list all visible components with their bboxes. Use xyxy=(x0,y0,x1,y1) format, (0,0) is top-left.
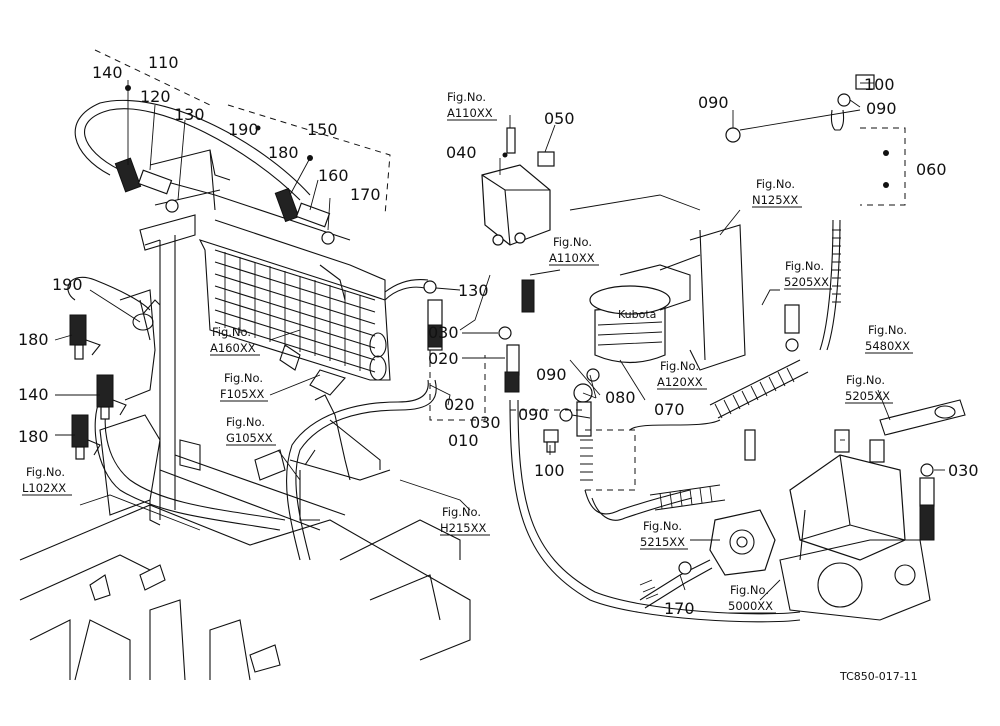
svg-text:Fig.No.: Fig.No. xyxy=(868,323,907,337)
part-label-190-left: 190 xyxy=(52,275,83,294)
fig-ref-code: 5205XX xyxy=(845,389,890,403)
tractor-frame xyxy=(19,149,471,681)
svg-text:Fig.No.: Fig.No. xyxy=(846,373,885,387)
part-label-090-mid: 090 xyxy=(536,365,567,384)
corrugated-hose-ribs xyxy=(580,229,841,600)
part-label-110: 110 xyxy=(148,53,179,72)
figure-references: Fig.No. A110XX Fig.No. A110XX Fig.No. N1… xyxy=(22,90,913,614)
part-label-090-right: 090 xyxy=(866,99,897,118)
fig-ref-l102: Fig.No. L102XX xyxy=(22,465,72,496)
part-label-010: 010 xyxy=(448,431,479,450)
part-label-050: 050 xyxy=(544,109,575,128)
part-label-150: 150 xyxy=(307,120,338,139)
fig-ref-a110-mid: Fig.No. A110XX xyxy=(549,235,599,266)
fig-ref-a120: Fig.No. A120XX xyxy=(657,359,707,390)
part-label-030-mid: 030 xyxy=(428,323,459,342)
fig-ref-g105: Fig.No. G105XX xyxy=(226,415,276,446)
assembly-brackets xyxy=(94,49,906,491)
svg-text:Fig.No.: Fig.No. xyxy=(212,325,251,339)
fig-ref-n125: Fig.No. N125XX xyxy=(752,177,802,208)
svg-text:Fig.No.: Fig.No. xyxy=(224,371,263,385)
fig-ref-code: A120XX xyxy=(657,375,703,389)
fig-ref-code: A160XX xyxy=(210,341,256,355)
fig-ref-code: A110XX xyxy=(549,251,595,265)
fittings: Kubota xyxy=(69,74,966,621)
part-label-180-left-bottom: 180 xyxy=(18,427,49,446)
part-label-190: 190 xyxy=(228,120,259,139)
fig-ref-code: G105XX xyxy=(226,431,273,445)
filter-brand-text: Kubota xyxy=(618,308,656,321)
fig-ref-f105: Fig.No. F105XX xyxy=(220,371,268,402)
fig-ref-code: N125XX xyxy=(752,193,798,207)
part-label-130: 130 xyxy=(174,105,205,124)
part-label-090-lower: 090 xyxy=(518,405,549,424)
part-label-170-lower: 170 xyxy=(664,599,695,618)
fig-ref-5205-mid: Fig.No. 5205XX xyxy=(845,373,893,404)
part-labels: 110 140 120 130 190 150 180 160 170 190 … xyxy=(18,53,979,618)
svg-text:Fig.No.: Fig.No. xyxy=(785,259,824,273)
part-label-140-left: 140 xyxy=(18,385,49,404)
oil-cooler xyxy=(198,219,391,396)
fig-ref-5480: Fig.No. 5480XX xyxy=(865,323,913,354)
part-label-160: 160 xyxy=(318,166,349,185)
part-label-020-upper: 020 xyxy=(428,349,459,368)
fig-ref-a160: Fig.No. A160XX xyxy=(210,325,260,356)
fig-ref-code: F105XX xyxy=(220,387,264,401)
svg-text:Fig.No.: Fig.No. xyxy=(553,235,592,249)
fig-ref-h215: Fig.No. H215XX xyxy=(440,505,490,536)
part-label-140: 140 xyxy=(92,63,123,82)
fig-ref-code: 5480XX xyxy=(865,339,910,353)
fig-ref-code: 5000XX xyxy=(728,599,773,613)
svg-text:Fig.No.: Fig.No. xyxy=(730,583,769,597)
fig-ref-a110-top: Fig.No. A110XX xyxy=(447,90,497,121)
fig-ref-code: H215XX xyxy=(440,521,486,535)
reference-dots xyxy=(125,85,889,188)
fig-ref-code: A110XX xyxy=(447,106,493,120)
part-label-090-top: 090 xyxy=(698,93,729,112)
part-label-040: 040 xyxy=(446,143,477,162)
svg-text:Fig.No.: Fig.No. xyxy=(226,415,265,429)
part-label-130-mid: 130 xyxy=(458,281,489,300)
part-label-180: 180 xyxy=(268,143,299,162)
drawing-code: TC850-017-11 xyxy=(839,670,918,683)
svg-text:Fig.No.: Fig.No. xyxy=(756,177,795,191)
svg-text:Fig.No.: Fig.No. xyxy=(660,359,699,373)
part-label-060: 060 xyxy=(916,160,947,179)
part-label-100-lower: 100 xyxy=(534,461,565,480)
svg-text:Fig.No.: Fig.No. xyxy=(442,505,481,519)
part-label-030-lower: 030 xyxy=(470,413,501,432)
svg-text:Fig.No.: Fig.No. xyxy=(447,90,486,104)
part-label-100-top: 100 xyxy=(864,75,895,94)
part-label-120: 120 xyxy=(140,87,171,106)
part-label-070: 070 xyxy=(654,400,685,419)
fig-ref-code: 5215XX xyxy=(640,535,685,549)
fig-ref-5205-top: Fig.No. 5205XX xyxy=(784,259,832,290)
part-label-170: 170 xyxy=(350,185,381,204)
svg-text:Fig.No.: Fig.No. xyxy=(643,519,682,533)
fig-ref-code: 5205XX xyxy=(784,275,829,289)
leader-lines xyxy=(54,80,945,601)
fig-ref-5000: Fig.No. 5000XX xyxy=(728,583,776,614)
fig-ref-code: L102XX xyxy=(22,481,66,495)
part-label-180-left-top: 180 xyxy=(18,330,49,349)
part-label-030-right: 030 xyxy=(948,461,979,480)
part-label-020-lower: 020 xyxy=(444,395,475,414)
fig-ref-5215: Fig.No. 5215XX xyxy=(640,519,688,550)
part-label-080: 080 xyxy=(605,388,636,407)
svg-text:Fig.No.: Fig.No. xyxy=(26,465,65,479)
